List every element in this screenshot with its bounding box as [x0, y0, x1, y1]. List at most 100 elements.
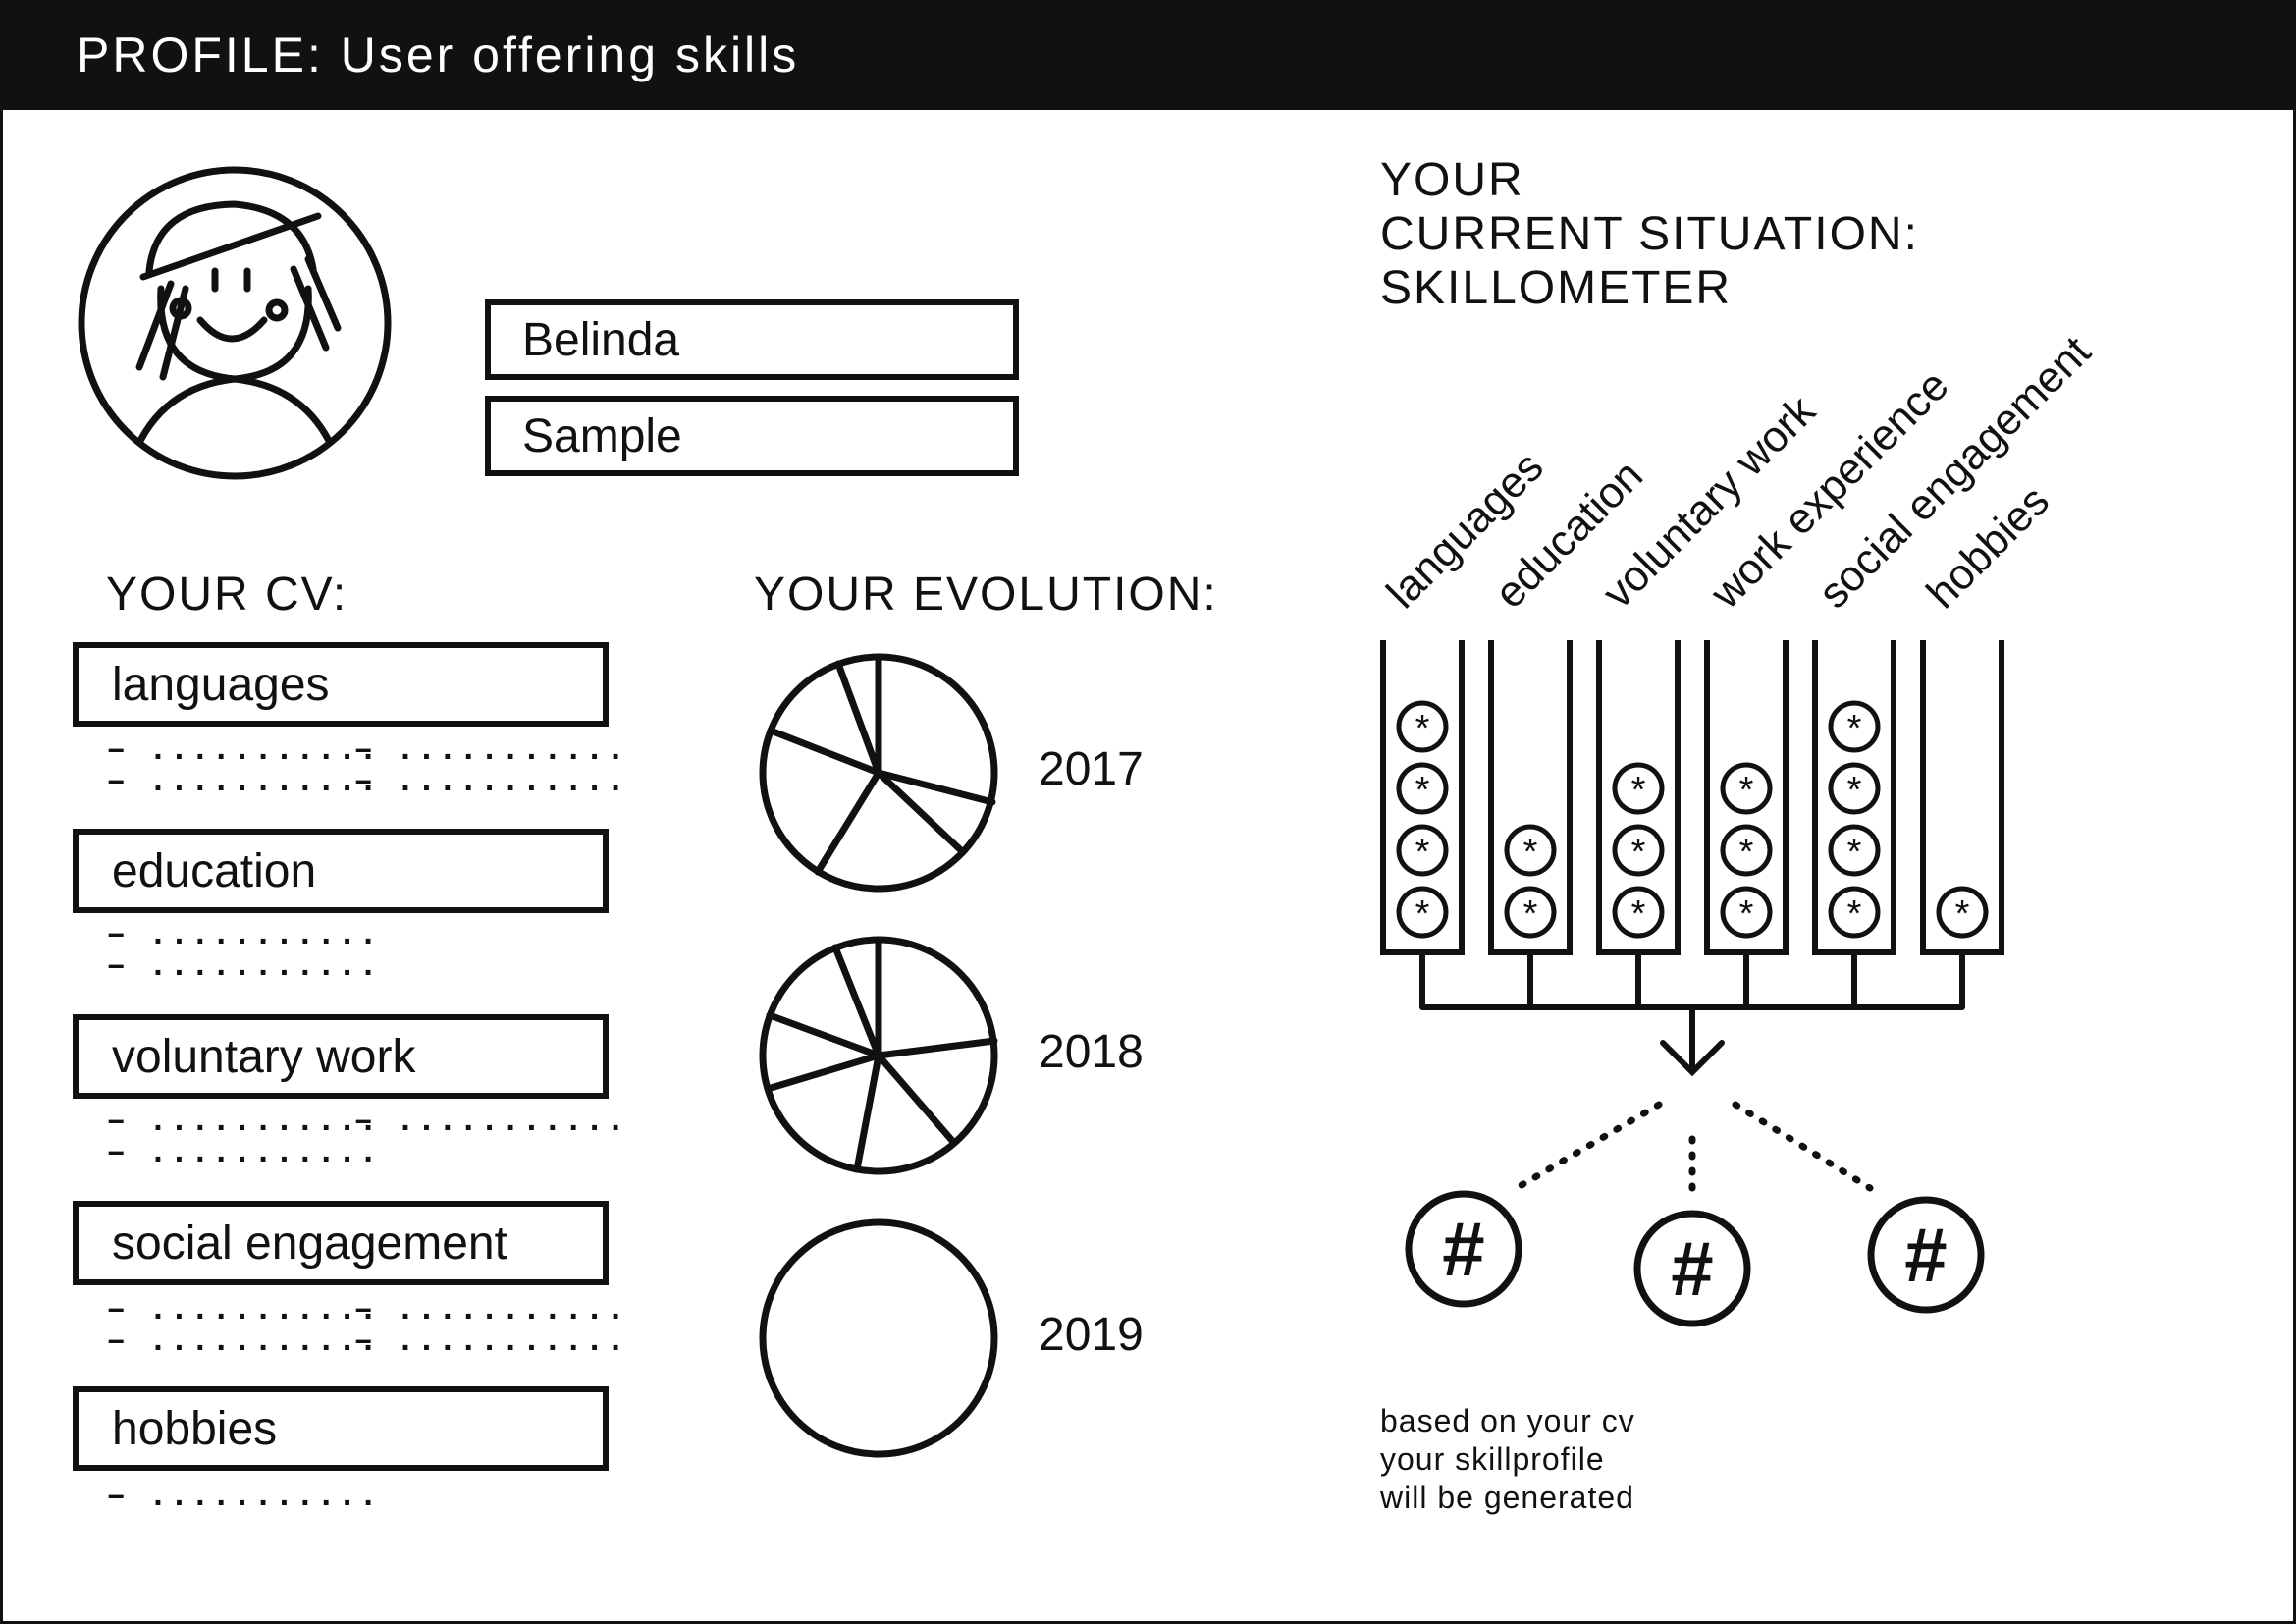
skill-token-glyph: *	[1955, 893, 1970, 935]
skill-token-glyph: *	[1847, 708, 1862, 749]
skillometer-heading-line: CURRENT SITUATION:	[1380, 208, 1919, 261]
cv-heading: YOUR CV:	[106, 568, 348, 621]
skill-token-glyph: *	[1415, 832, 1430, 873]
hashtag-glyph: #	[1904, 1212, 1947, 1298]
cv-section-label: languages	[112, 658, 330, 711]
cv-section-languages[interactable]: languages	[73, 642, 609, 727]
cv-entry[interactable]: – ...........	[106, 732, 380, 770]
skill-token-icon: *	[1612, 762, 1665, 815]
skill-token-glyph: *	[1415, 708, 1430, 749]
skill-token-ring	[1504, 824, 1557, 877]
cv-section-education[interactable]: education	[73, 829, 609, 913]
skillometer-heading-line: SKILLOMETER	[1380, 262, 1733, 315]
note-line: will be generated	[1380, 1480, 1634, 1515]
hashtag-ring	[1867, 1196, 1985, 1314]
skill-token-icon: *	[1828, 762, 1881, 815]
skill-token-glyph: *	[1415, 770, 1430, 811]
skill-token-icon: *	[1720, 824, 1773, 877]
evolution-year-2017: 2017	[1039, 743, 1144, 795]
skill-token-icon: *	[1828, 824, 1881, 877]
skill-token-icon: *	[1504, 886, 1557, 939]
cv-section-label: hobbies	[112, 1402, 278, 1455]
cv-entry[interactable]: – ...........	[106, 1104, 380, 1141]
cv-entry[interactable]: – ...........	[353, 1104, 627, 1141]
skill-token-ring	[1720, 824, 1773, 877]
skill-token-glyph: *	[1739, 893, 1754, 935]
skill-token-icon: *	[1396, 762, 1449, 815]
skillometer-column[interactable]: * * * *	[1380, 640, 1465, 1007]
skillometer-heading-line: YOUR	[1380, 154, 1524, 206]
skill-token-ring	[1396, 824, 1449, 877]
cv-entry[interactable]: – ...........	[106, 764, 380, 801]
skill-token-icon: *	[1396, 886, 1449, 939]
hashtag-glyph: #	[1671, 1225, 1713, 1312]
cv-entry[interactable]: – ...........	[353, 732, 627, 770]
skill-token-glyph: *	[1739, 832, 1754, 873]
hashtag-ring	[1633, 1210, 1751, 1327]
cv-entry[interactable]: – ...........	[353, 1324, 627, 1361]
skill-token-ring	[1504, 886, 1557, 939]
cv-section-label: education	[112, 844, 317, 897]
skillometer-column[interactable]: *	[1920, 640, 2004, 1007]
page-title: PROFILE: User offering skills	[77, 27, 800, 82]
hashtag-skill-icon[interactable]: #	[1867, 1196, 1985, 1314]
skillometer-column[interactable]: * * * *	[1812, 640, 1896, 1007]
skill-token-ring	[1828, 886, 1881, 939]
skill-token-icon: *	[1828, 700, 1881, 753]
first-name-value: Belinda	[522, 313, 680, 366]
cv-section-label: voluntary work	[112, 1030, 416, 1083]
cv-entry[interactable]: – ...........	[106, 917, 380, 954]
hashtag-glyph: #	[1442, 1206, 1484, 1292]
skillometer-column[interactable]: * * *	[1704, 640, 1789, 1007]
note-line: your skillprofile	[1380, 1441, 1605, 1477]
hashtag-skill-icon[interactable]: #	[1405, 1190, 1522, 1308]
skill-token-icon: *	[1936, 886, 1989, 939]
cv-entry[interactable]: – ...........	[353, 764, 627, 801]
skill-token-glyph: *	[1631, 770, 1646, 811]
skill-token-ring	[1720, 886, 1773, 939]
skill-token-icon: *	[1396, 824, 1449, 877]
skillometer-heading: YOUR CURRENT SITUATION: SKILLOMETER	[1380, 153, 1919, 316]
skill-token-icon: *	[1612, 824, 1665, 877]
skillometer-connector	[1419, 1004, 1965, 1077]
cv-section-social-engagement[interactable]: social engagement	[73, 1201, 609, 1285]
hashtag-ring	[1405, 1190, 1522, 1308]
evolution-pie-2019[interactable]	[746, 1206, 1011, 1471]
cv-entry[interactable]: – ...........	[106, 1324, 380, 1361]
skillometer-column[interactable]: * * *	[1596, 640, 1681, 1007]
cv-entry[interactable]: – ...........	[106, 1292, 380, 1329]
skill-token-glyph: *	[1847, 893, 1862, 935]
cv-entry[interactable]: – ...........	[106, 948, 380, 986]
evolution-pie-2018[interactable]	[746, 923, 1011, 1188]
cv-section-hobbies[interactable]: hobbies	[73, 1386, 609, 1471]
skill-token-ring	[1612, 886, 1665, 939]
skillometer-column[interactable]: **	[1488, 640, 1573, 1007]
skill-token-glyph: *	[1523, 893, 1538, 935]
cv-entry[interactable]: – ...........	[106, 1135, 380, 1172]
page-header: PROFILE: User offering skills	[0, 0, 2296, 110]
skill-token-glyph: *	[1631, 832, 1646, 873]
evolution-year-2019: 2019	[1039, 1309, 1144, 1361]
skill-token-icon: *	[1504, 824, 1557, 877]
cv-entry[interactable]: – ...........	[106, 1479, 380, 1516]
evolution-pie-2017[interactable]	[746, 640, 1011, 905]
evolution-year-2018: 2018	[1039, 1026, 1144, 1078]
last-name-field[interactable]: Sample	[485, 396, 1019, 476]
cv-entry[interactable]: – ...........	[353, 1292, 627, 1329]
skill-token-glyph: *	[1847, 770, 1862, 811]
skill-token-ring	[1828, 700, 1881, 753]
skill-token-glyph: *	[1631, 893, 1646, 935]
cv-section-voluntary-work[interactable]: voluntary work	[73, 1014, 609, 1099]
skill-token-ring	[1612, 824, 1665, 877]
note-line: based on your cv	[1380, 1403, 1635, 1438]
user-avatar-icon[interactable]	[73, 161, 397, 485]
skill-token-glyph: *	[1415, 893, 1430, 935]
first-name-field[interactable]: Belinda	[485, 299, 1019, 380]
skillometer-dotted-links	[1513, 1101, 1874, 1197]
last-name-value: Sample	[522, 409, 682, 462]
skill-token-ring	[1396, 700, 1449, 753]
hashtag-skill-icon[interactable]: #	[1633, 1210, 1751, 1327]
skill-token-ring	[1828, 824, 1881, 877]
skill-token-icon: *	[1720, 762, 1773, 815]
